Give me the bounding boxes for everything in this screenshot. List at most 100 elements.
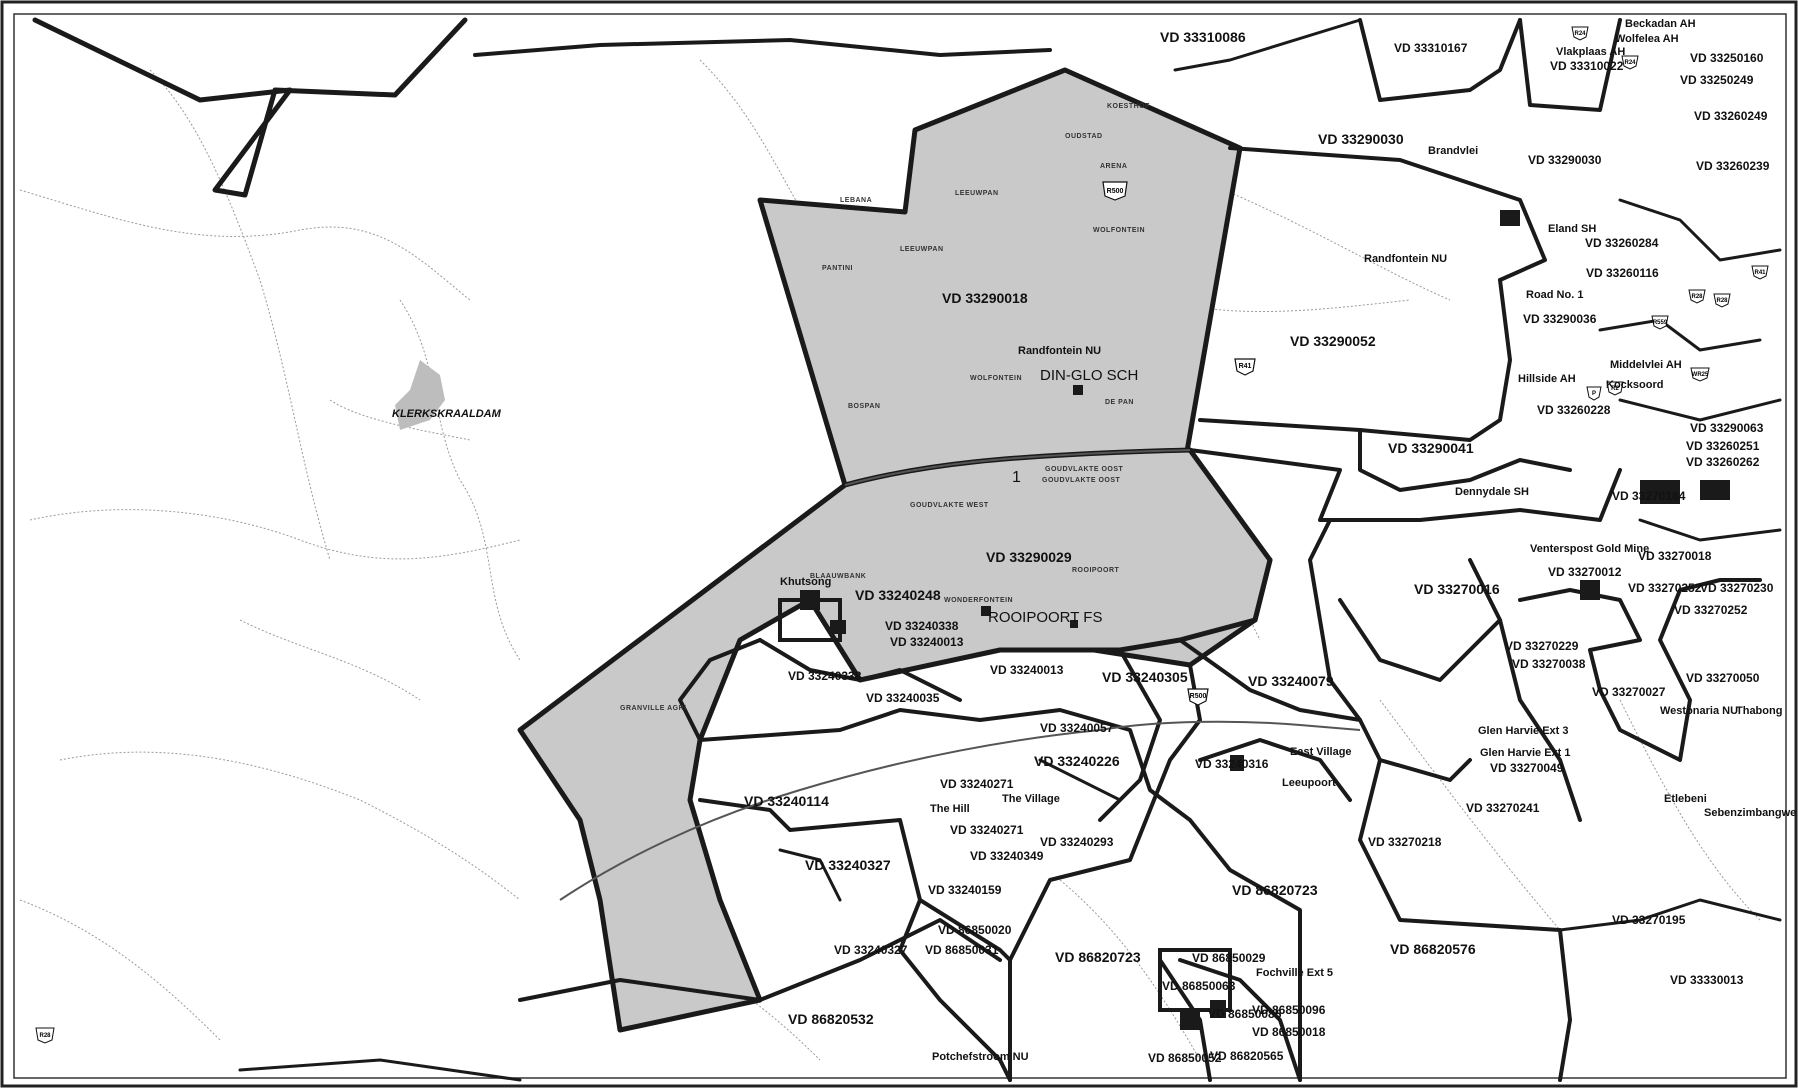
vd-label: VD 86820576 — [1390, 941, 1476, 957]
vd-label: VD 86850096 — [1252, 1003, 1326, 1017]
dense-clusters — [778, 210, 1730, 1030]
place-label: Potchefstroom NU — [932, 1051, 1029, 1063]
school-label: DIN-GLO SCH — [1040, 367, 1138, 384]
main-road — [559, 720, 1361, 901]
place-label: Randfontein NU — [1364, 253, 1447, 265]
svg-text:R28: R28 — [39, 1033, 51, 1039]
vd-label: VD 33240079 — [1248, 673, 1334, 689]
vd-label: VD 86850085 — [1208, 1007, 1282, 1021]
farm-label: GOUDVLAKTE WEST — [910, 502, 989, 509]
vd-label: VD 33290030 — [1318, 131, 1404, 147]
place-label: Hillside AH — [1518, 373, 1576, 385]
vd-label: VD 33270241 — [1466, 801, 1540, 815]
farm-label: ARENA — [1100, 163, 1127, 170]
voting-district-labels: VD 33310086 VD 33310167 VD 33310022 VD 3… — [744, 29, 1774, 1065]
svg-text:R28: R28 — [1716, 298, 1728, 304]
vd-label: VD 33290063 — [1690, 421, 1764, 435]
place-label: Leeupoort — [1282, 777, 1336, 789]
place-label: Kocksoord — [1606, 379, 1663, 391]
police-station-marker — [981, 606, 991, 616]
vd-label: VD 33260284 — [1585, 236, 1659, 250]
svg-text:P: P — [1592, 391, 1596, 397]
police-station-label: ROOIPOORT FS — [988, 609, 1102, 626]
route-shield: R500 — [1187, 688, 1209, 706]
vd-label: VD 33330013 — [1670, 973, 1744, 987]
route-number: 1 — [1012, 469, 1021, 486]
vd-label: VD 33270184 — [1612, 489, 1686, 503]
vd-label: VD 33270252 — [1674, 603, 1748, 617]
svg-text:R28: R28 — [1691, 294, 1703, 300]
vd-label: VD 33270038 — [1512, 657, 1586, 671]
farm-labels: KOESTHOF OUDSTAD ARENA LEBANA LEEUWPAN W… — [620, 103, 1150, 712]
dam-label: KLERKSKRAALDAM — [392, 408, 502, 420]
vd-label: VD 33240226 — [1034, 753, 1120, 769]
place-label: Westonaria NU — [1660, 705, 1738, 717]
place-label: East Village — [1290, 746, 1352, 758]
farm-label: LEEUWPAN — [955, 190, 999, 197]
place-label: Wolfelea AH — [1615, 33, 1679, 45]
place-label: Randfontein NU — [1018, 345, 1101, 357]
vd-label: VD 33310167 — [1394, 41, 1468, 55]
vd-label: VD 33310022 — [1550, 59, 1624, 73]
vd-label: VD 33310086 — [1160, 29, 1246, 45]
farm-label: LEEUWPAN — [900, 246, 944, 253]
place-label: Khutsong — [780, 576, 831, 588]
route-shield: R41 — [1751, 265, 1769, 280]
route-shield: WR25 — [1690, 367, 1710, 382]
route-shield: R2 — [1606, 381, 1624, 396]
svg-text:R24: R24 — [1574, 31, 1586, 37]
vd-label: VD 33270027 — [1592, 685, 1666, 699]
vd-label: VD 86820565 — [1210, 1049, 1284, 1063]
vd-label: VD 33240248 — [855, 587, 941, 603]
svg-text:R559: R559 — [1653, 320, 1668, 326]
vd-label: VD 33260228 — [1537, 403, 1611, 417]
vd-label: VD 86850018 — [1252, 1025, 1326, 1039]
place-label: The Hill — [930, 803, 970, 815]
route-shields: R500 R41 R500 R24 R24 R28 R41 R559 — [35, 26, 1769, 1044]
route-shield: R28 — [1688, 289, 1706, 304]
route-shield: P — [1586, 386, 1602, 401]
vd-label: VD 33270012 — [1548, 565, 1622, 579]
farm-label: OUDSTAD — [1065, 133, 1103, 140]
route-shield: R24 — [1621, 55, 1639, 70]
vd-label: VD 33240271 — [940, 777, 1014, 791]
route-shield: R500 — [1102, 181, 1128, 201]
map-inner-frame — [13, 13, 1787, 1079]
place-label: Fochville Ext 5 — [1256, 967, 1333, 979]
vd-label: VD 86850031 — [925, 943, 999, 957]
farm-label: BLAAUWBANK — [810, 573, 866, 580]
vd-label: VD 33240293 — [1040, 835, 1114, 849]
vd-label: VD 33240327 — [834, 943, 908, 957]
route-shield: R28 — [35, 1027, 55, 1044]
vd-label: VD 33250249 — [1680, 73, 1754, 87]
place-label: Brandvlei — [1428, 145, 1478, 157]
farm-label: WONDERFONTEIN — [944, 597, 1013, 604]
svg-text:R500: R500 — [1190, 693, 1207, 700]
vd-label: VD 33260116 — [1586, 266, 1659, 280]
vd-label: VD 33270229 — [1505, 639, 1579, 653]
vd-label: VD 33240271 — [950, 823, 1024, 837]
place-label: The Village — [1002, 793, 1060, 805]
vd-label: VD 33270050 — [1686, 671, 1760, 685]
farm-label: DE PAN — [1105, 399, 1134, 406]
vd-label: VD 33290041 — [1388, 440, 1474, 456]
vd-label: VD 86820723 — [1055, 949, 1141, 965]
place-label: Glen Harvie Ext 3 — [1478, 725, 1569, 737]
route-shield: R559 — [1651, 315, 1669, 330]
vd-label: VD 86850020 — [938, 923, 1012, 937]
svg-text:R500: R500 — [1107, 188, 1124, 195]
place-label: Middelvlei AH — [1610, 359, 1682, 371]
place-label: Eland SH — [1548, 223, 1596, 235]
vd-label: VD 33240316 — [1195, 757, 1269, 771]
vd-label: VD 33290018 — [942, 290, 1028, 306]
vd-label: VD 33260262 — [1686, 455, 1760, 469]
vd-label: VD 33240327 — [805, 857, 891, 873]
farm-label: LEBANA — [840, 197, 872, 204]
vd-label: VD 33270230 — [1700, 581, 1774, 595]
farm-label: PANTINI — [822, 265, 853, 272]
vd-label: VD 33290029 — [986, 549, 1072, 565]
vd-label: VD 33240305 — [1102, 669, 1188, 685]
place-label: Sebenzimbangwe — [1704, 807, 1796, 819]
place-labels: Beckadan AH Wolfelea AH Vlakplaas AH Bra… — [392, 18, 1796, 1063]
